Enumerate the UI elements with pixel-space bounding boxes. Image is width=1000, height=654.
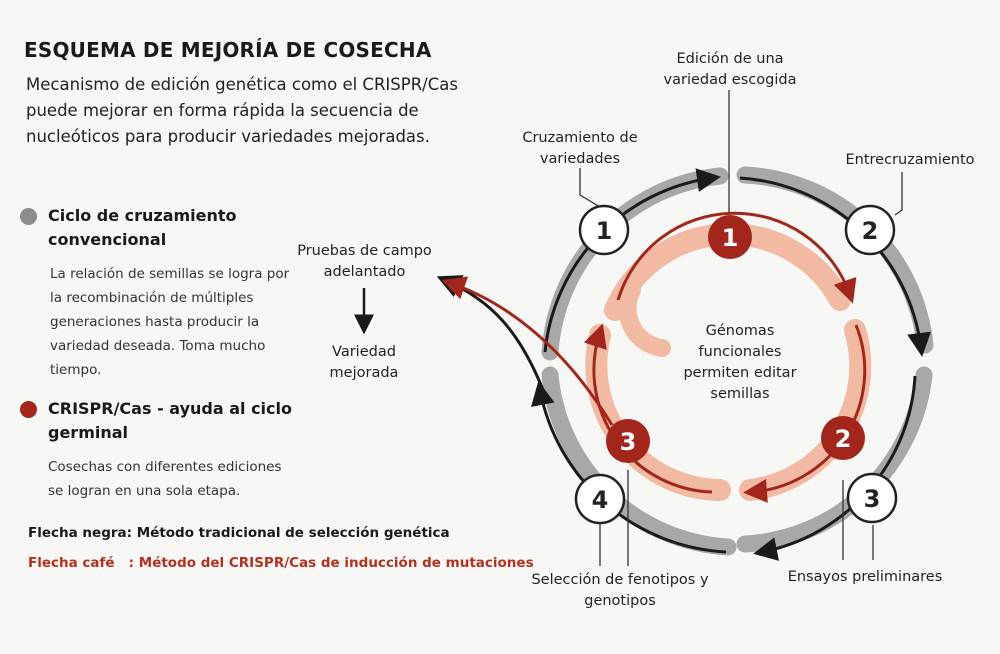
black-arrow-note: Flecha negra: Método tradicional de sele…	[28, 525, 450, 541]
legend-crispr-title: CRISPR/Cas - ayuda al ciclo germinal	[48, 399, 292, 442]
white-step-3: 3	[864, 485, 881, 513]
page-subtitle: Mecanismo de edición genética como el CR…	[26, 75, 458, 146]
white-step-1: 1	[596, 217, 613, 245]
leader-lines	[579, 90, 903, 566]
label-variedad: Variedad mejorada	[329, 344, 399, 381]
white-step-2: 2	[862, 217, 879, 245]
label-ensayos: Ensayos preliminares	[787, 569, 943, 585]
legend-crispr-body: Cosechas con diferentes ediciones se log…	[48, 459, 282, 499]
red-step-1: 1	[722, 224, 739, 252]
gray-dot-icon	[20, 208, 37, 225]
red-dot-icon	[20, 401, 37, 418]
black-exit-arrow	[436, 275, 547, 396]
page-title: ESQUEMA DE MEJORÍA DE COSECHA	[24, 38, 432, 62]
brown-arrow-note: Flecha café : Método del CRISPR/Cas de i…	[28, 555, 534, 571]
legend-conventional-title: Ciclo de cruzamiento convencional	[48, 206, 237, 249]
label-entrecruzamiento: Entrecruzamiento	[845, 152, 975, 168]
red-step-2: 2	[835, 425, 852, 453]
red-step-circles	[606, 215, 865, 463]
legend-conventional-body: La relación de semillas se logra por la …	[50, 266, 290, 378]
white-step-4: 4	[592, 486, 609, 514]
center-text: Génomas funcionales permiten editar semi…	[683, 323, 797, 402]
red-exit-arrow	[441, 276, 614, 426]
red-step-3: 3	[620, 428, 637, 456]
label-seleccion: Selección de fenotipos y genotipos	[531, 572, 709, 609]
white-step-circles	[574, 204, 898, 525]
label-pruebas: Pruebas de campo adelantado	[297, 243, 432, 280]
label-edicion: Edición de una variedad escogida	[663, 51, 797, 88]
label-cruzamiento: Cruzamiento de variedades	[522, 130, 638, 167]
